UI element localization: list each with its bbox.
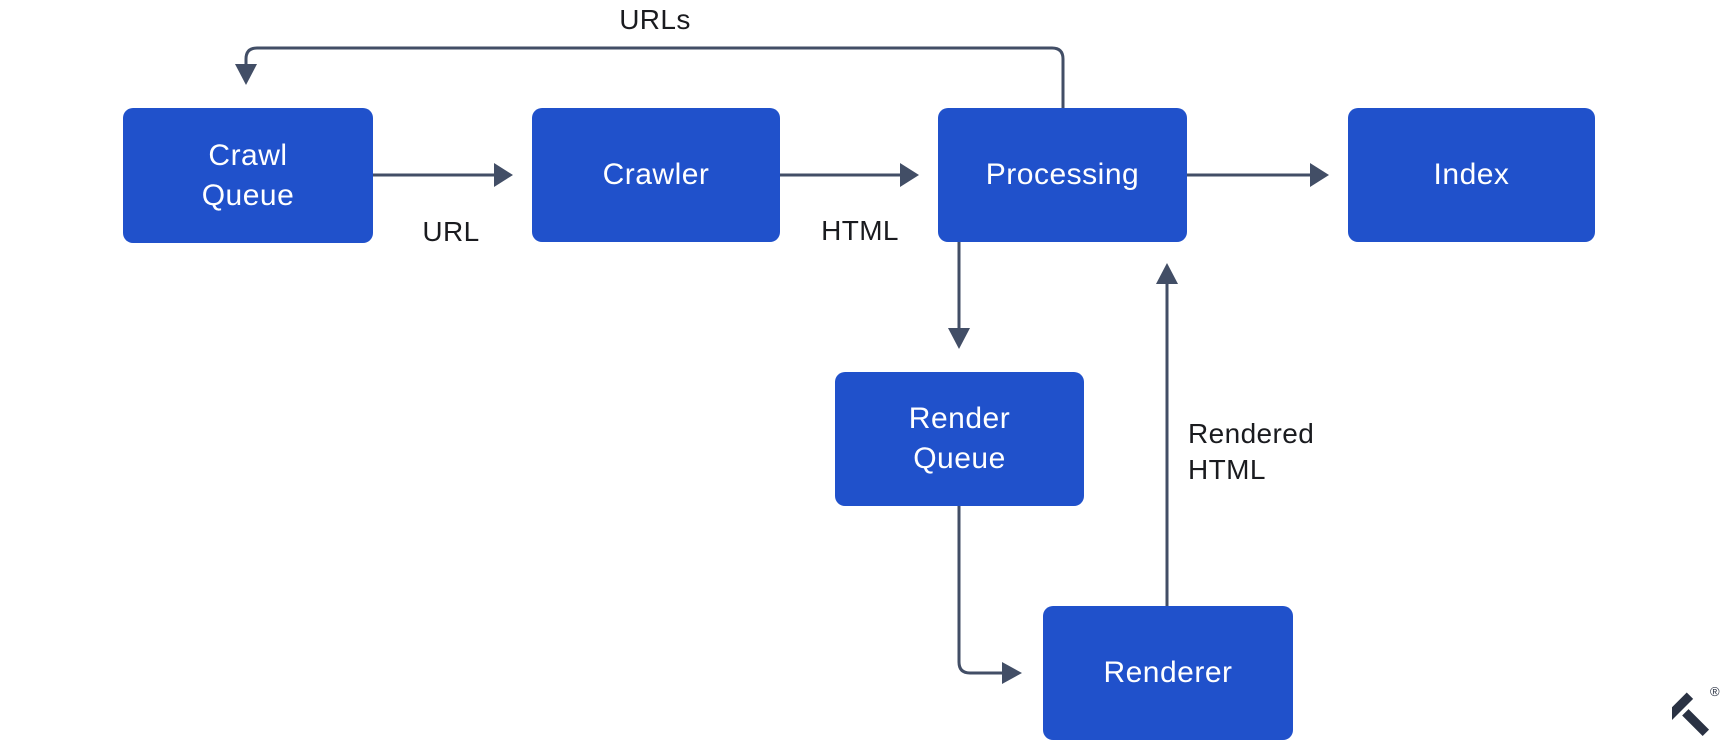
node-crawler: Crawler [532,108,780,242]
edge-label-rendered-html: Rendered HTML [1188,418,1315,485]
edge-crawl-queue-to-crawler [373,163,513,187]
edge-processing-to-crawl-queue [235,46,1065,108]
node-crawl-queue: Crawl Queue [123,108,373,243]
edge-render-queue-to-renderer [957,506,1022,684]
edge-label-url: URL [422,216,480,247]
logo-container: ® [1672,684,1720,746]
node-renderer: Renderer [1043,606,1293,740]
node-index: Index [1348,108,1595,242]
edge-crawler-to-processing [780,163,919,187]
edge-processing-to-render-queue [948,242,970,349]
registered-trademark-symbol: ® [1710,684,1720,699]
edge-label-urls: URLs [619,4,691,35]
toptal-logo-icon [1672,692,1710,737]
edge-label-html: HTML [821,215,899,246]
edge-processing-to-index [1187,163,1329,187]
node-render-queue: Render Queue [835,372,1084,506]
edge-renderer-to-processing [1156,263,1178,606]
node-processing: Processing [938,108,1187,242]
